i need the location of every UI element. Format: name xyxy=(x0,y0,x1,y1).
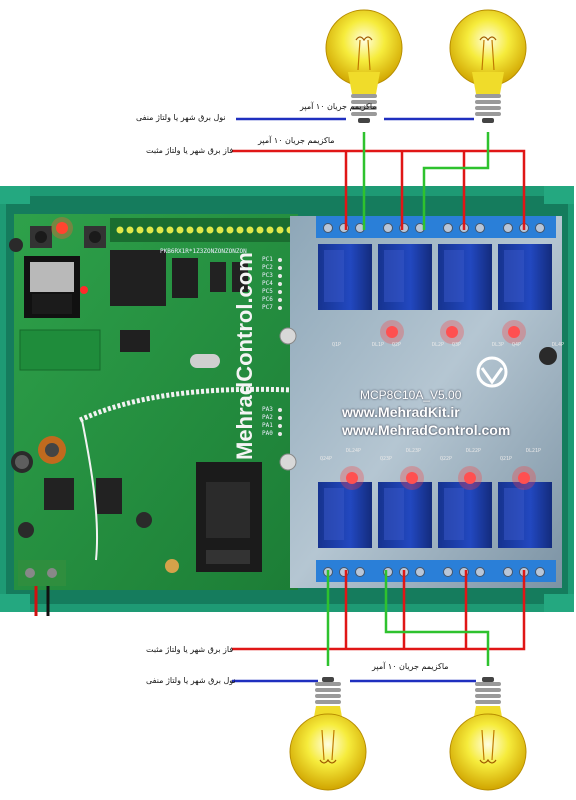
top-max-current-label: ماکزیمم جریان ۱۰ آمپر xyxy=(300,102,377,111)
terminal-screw xyxy=(503,567,513,577)
relay xyxy=(316,216,376,310)
main-pcb xyxy=(9,214,336,616)
port-pin-label: PC7 xyxy=(262,304,273,311)
terminal-screw xyxy=(503,223,513,233)
header-silk: PKB6RX1R*1Z3ZONZONZONZON xyxy=(160,248,247,255)
relay-led xyxy=(346,472,358,484)
top-max-current-label-2: ماکزیمم جریان ۱۰ آمپر xyxy=(258,136,335,145)
vertical-brand: MehradControl.com xyxy=(232,252,257,460)
terminal-screw xyxy=(535,567,545,577)
relay-silk-label: Q3P xyxy=(452,342,462,348)
relay-silk-label: Q24P xyxy=(320,456,333,462)
terminal-screw xyxy=(323,223,333,233)
terminal-screw xyxy=(443,567,453,577)
port-pin-label: PA0 xyxy=(262,430,273,437)
light-bulb xyxy=(289,677,367,791)
relay-led xyxy=(386,326,398,338)
bottom-max-current-label: ماکزیمم جریان ۱۰ آمپر xyxy=(372,662,449,671)
relay-led xyxy=(446,326,458,338)
relay-led xyxy=(464,472,476,484)
port-pin-label: PC6 xyxy=(262,296,273,303)
pin-header xyxy=(116,226,294,234)
relay-led xyxy=(406,472,418,484)
port-pin-label: PC1 xyxy=(262,256,273,263)
port-pin-label: PC5 xyxy=(262,288,273,295)
relay-silk-label: DL4P xyxy=(552,342,565,348)
board-model: MCP8C10A_V5.00 xyxy=(360,388,462,402)
website-mehradkit: www.MehradKit.ir xyxy=(342,404,460,420)
power-led xyxy=(56,222,68,234)
bottom-neutral-label: نول برق شهر یا ولتاژ منفی xyxy=(146,676,236,685)
bottom-wiring xyxy=(232,570,526,683)
top-phase-label: فاز برق شهر یا ولتاژ مثبت xyxy=(146,146,234,155)
relay-silk-label: DL2P xyxy=(432,342,445,348)
terminal-screw xyxy=(443,223,453,233)
port-pin-label: PA2 xyxy=(262,414,273,421)
relay-silk-label: DL1P xyxy=(372,342,385,348)
relay-silk-label: DL22P xyxy=(466,448,482,454)
port-pin-label: PC4 xyxy=(262,280,273,287)
port-pin-label: PC2 xyxy=(262,264,273,271)
relay-silk-label: Q4P xyxy=(512,342,522,348)
light-bulb xyxy=(449,677,527,791)
light-bulb xyxy=(325,9,403,123)
port-pin-label: PA1 xyxy=(262,422,273,429)
relay-silk-label: Q22P xyxy=(440,456,453,462)
relay xyxy=(496,482,556,582)
relay-silk-label: Q21P xyxy=(500,456,513,462)
bottom-phase-label: فاز برق شهر یا ولتاژ مثبت xyxy=(146,645,234,654)
mcu-chip xyxy=(110,250,166,306)
relay xyxy=(436,216,496,310)
terminal-screw xyxy=(535,223,545,233)
relay-led xyxy=(518,472,530,484)
top-neutral-label: نول برق شهر یا ولتاژ منفی xyxy=(136,113,226,122)
terminal-screw xyxy=(475,223,485,233)
top-wiring xyxy=(232,117,526,230)
relay-silk-label: Q23P xyxy=(380,456,393,462)
light-bulb xyxy=(449,9,527,123)
website-mehradcontrol: www.MehradControl.com xyxy=(342,422,511,438)
relay xyxy=(496,216,556,310)
terminal-screw xyxy=(355,567,365,577)
port-pin-label: PA3 xyxy=(262,406,273,413)
relay-leds xyxy=(340,320,536,490)
port-pin-label: PC3 xyxy=(262,272,273,279)
relay xyxy=(316,482,376,582)
relay-silk-label: DL3P xyxy=(492,342,505,348)
top-relay-bank xyxy=(316,216,556,310)
relay-led xyxy=(508,326,520,338)
terminal-screw xyxy=(383,223,393,233)
relay xyxy=(436,482,496,582)
relay-silk-label: Q1P xyxy=(332,342,342,348)
terminal-screw xyxy=(415,567,425,577)
relay-silk-label: DL24P xyxy=(346,448,362,454)
relay-silk-label: Q2P xyxy=(392,342,402,348)
relay xyxy=(376,216,436,310)
relay-silk-label: DL23P xyxy=(406,448,422,454)
terminal-screw xyxy=(475,567,485,577)
relay-silk-label: DL21P xyxy=(526,448,542,454)
relay xyxy=(376,482,436,582)
